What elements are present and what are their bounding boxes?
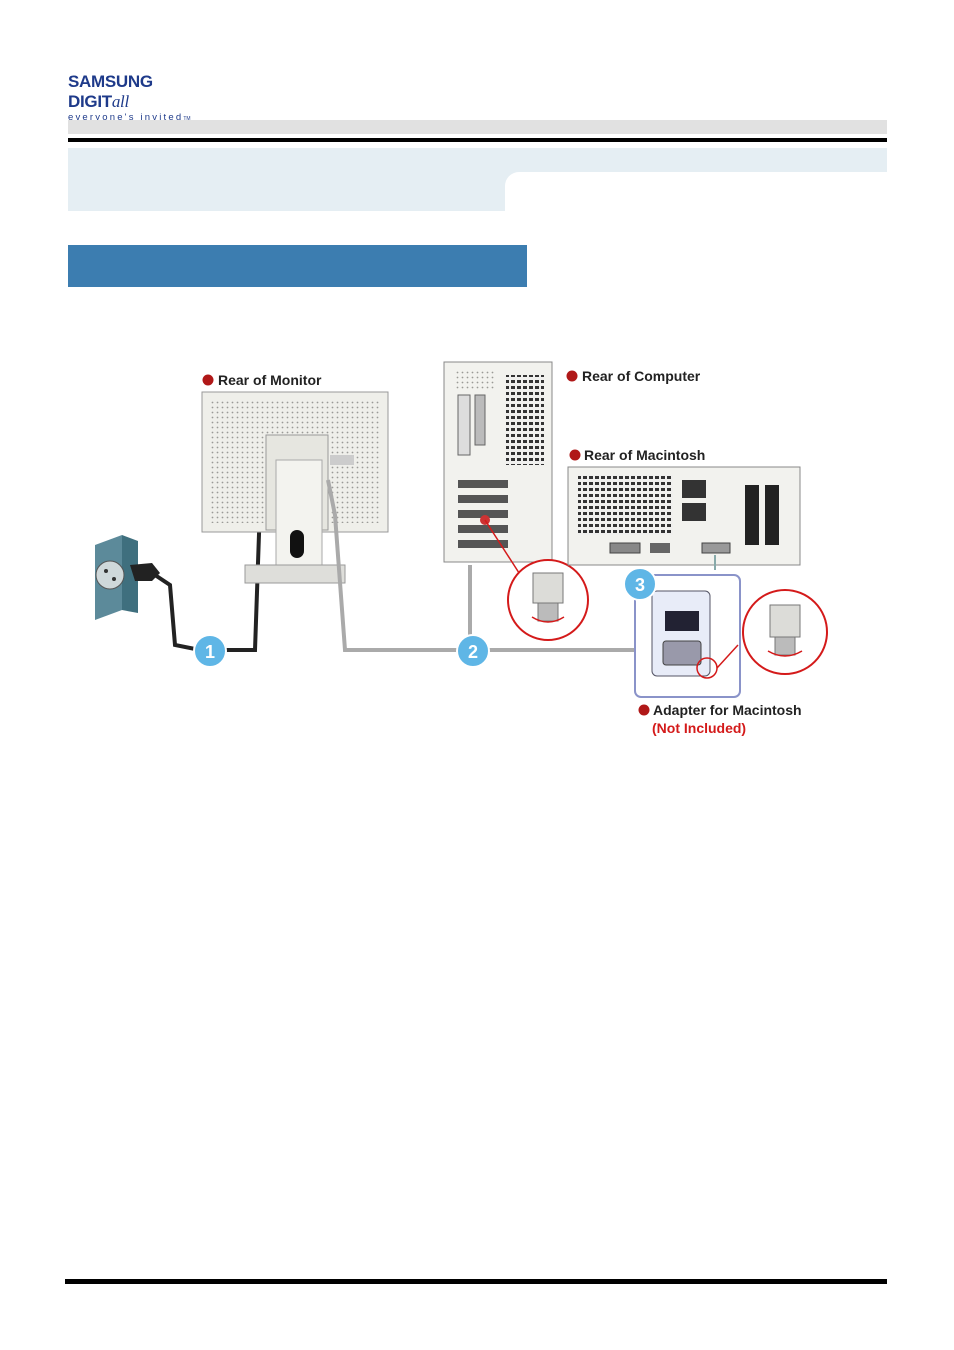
bullet-icon	[203, 375, 214, 386]
label-rear-of-monitor: Rear of Monitor	[218, 372, 322, 388]
wall-outlet	[95, 535, 160, 620]
step-badge-2: 2	[457, 635, 489, 667]
bullet-icon	[567, 371, 578, 382]
header-notch-curve	[505, 172, 533, 200]
pc-rear	[444, 362, 552, 562]
header-tab-band	[505, 148, 887, 172]
footer-rule	[65, 1279, 887, 1284]
label-rear-of-computer: Rear of Computer	[582, 368, 701, 384]
mac-adapter-panel	[635, 555, 827, 697]
header-gray-band	[68, 120, 887, 134]
monitor-rear	[202, 392, 388, 583]
samsung-logo: SAMSUNG DIGITall everyone's invitedTM	[68, 72, 218, 118]
label-rear-of-macintosh: Rear of Macintosh	[584, 447, 705, 463]
header-rule	[68, 138, 887, 142]
logo-brand: SAMSUNG DIGITall	[68, 72, 218, 112]
label-not-included: (Not Included)	[652, 720, 746, 736]
step-number: 2	[468, 642, 478, 662]
mac-rear	[568, 467, 800, 565]
connection-diagram: Rear of Monitor Rear of Computer Rear of…	[90, 355, 830, 740]
step-badge-1: 1	[194, 635, 226, 667]
header-title-area	[68, 148, 505, 211]
step-badge-3: 3	[624, 568, 656, 600]
section-title-bar	[68, 245, 527, 287]
label-adapter-for-macintosh: Adapter for Macintosh	[653, 702, 802, 718]
step-number: 1	[205, 642, 215, 662]
step-number: 3	[635, 575, 645, 595]
bullet-icon	[570, 450, 581, 461]
bullet-icon	[639, 705, 650, 716]
